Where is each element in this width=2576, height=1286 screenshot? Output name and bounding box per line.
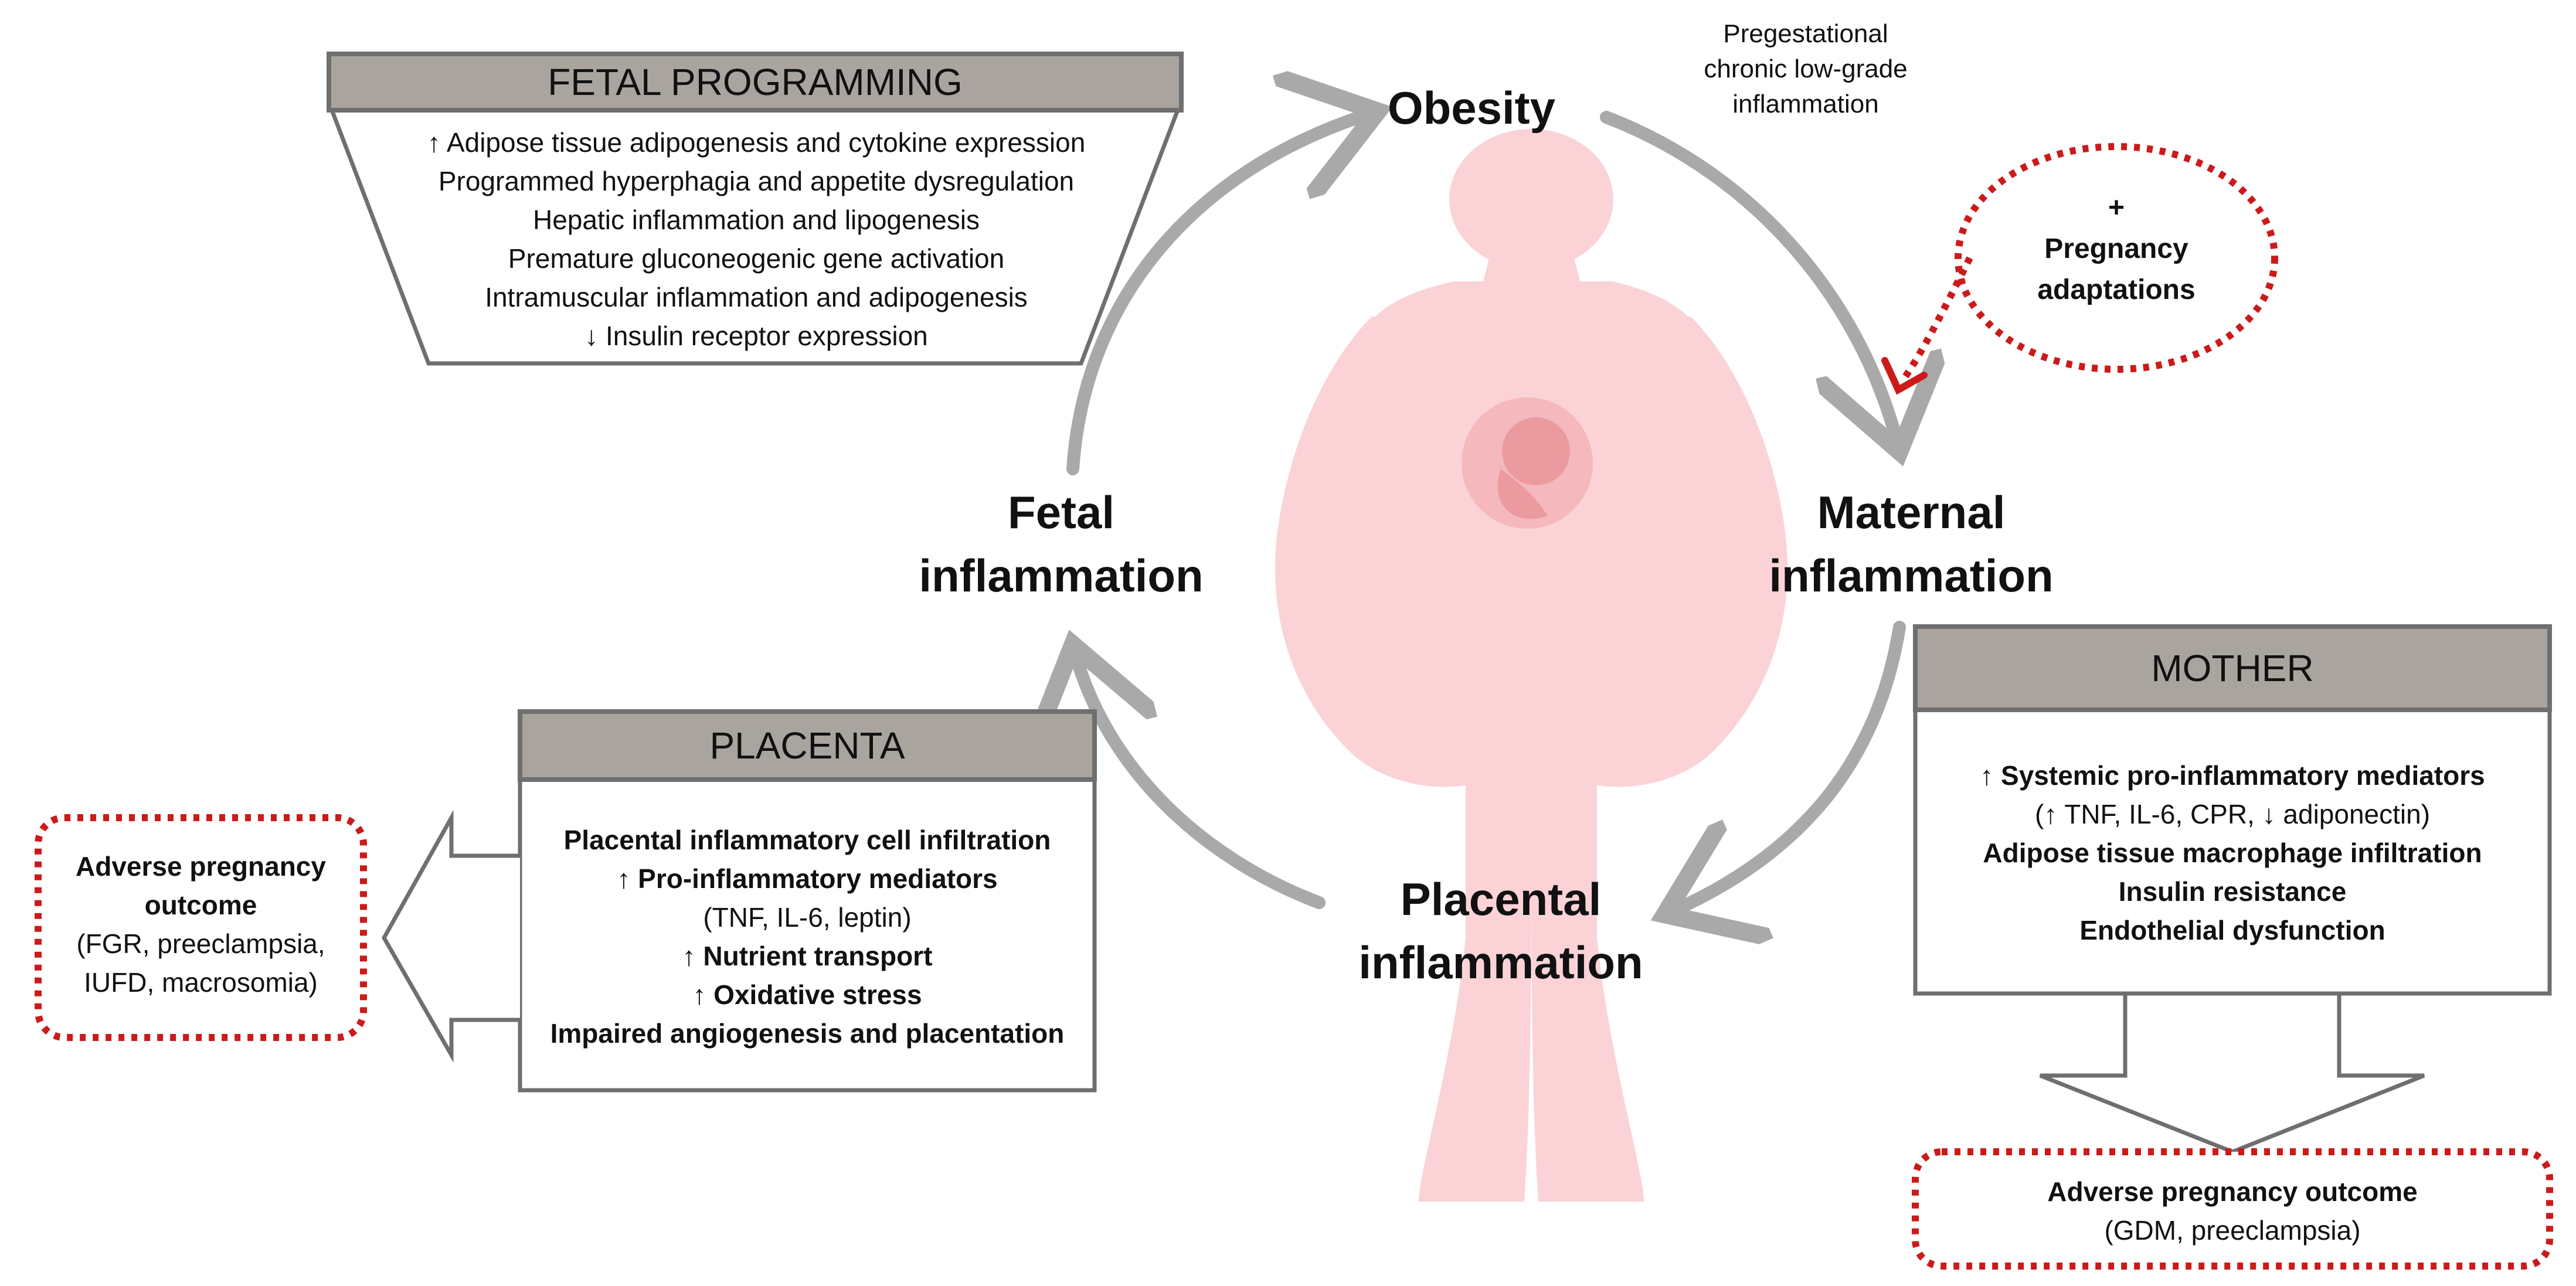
fetus-icon bbox=[1462, 397, 1593, 529]
placenta-item: Impaired angiogenesis and placentation bbox=[550, 1018, 1065, 1049]
mother-item: (↑ TNF, IL-6, CPR, ↓ adiponectin) bbox=[2034, 799, 2431, 829]
mother-item: Insulin resistance bbox=[2118, 876, 2347, 907]
outcome-left-text: Adverse pregnancy outcome (FGR, preeclam… bbox=[76, 851, 326, 998]
outcome-right-box bbox=[1912, 1148, 2553, 1270]
fetal-programming-header: FETAL PROGRAMMING bbox=[327, 52, 1184, 113]
arrow-obesity-to-maternal bbox=[1600, 111, 1899, 451]
node-maternal-inflammation: Maternal inflammation bbox=[1769, 486, 2054, 601]
mother-list: ↑ Systemic pro-inflammatory mediators (↑… bbox=[1915, 756, 2550, 950]
placenta-header: PLACENTA bbox=[518, 709, 1097, 782]
mother-item: ↑ Systemic pro-inflammatory mediators bbox=[1980, 760, 2485, 791]
mother-title: MOTHER bbox=[2151, 647, 2314, 689]
fp-item: Premature gluconeogenic gene activation bbox=[508, 243, 1005, 274]
placenta-item: ↑ Nutrient transport bbox=[682, 941, 933, 971]
placenta-item: ↑ Oxidative stress bbox=[692, 979, 922, 1010]
placenta-list: Placental inflammatory cell infiltration… bbox=[520, 821, 1095, 1053]
fp-item: ↑ Adipose tissue adipogenesis and cytoki… bbox=[427, 127, 1086, 158]
pregnancy-adaptations-label: + Pregnancy adaptations bbox=[1976, 188, 2257, 311]
pregestational-note: Pregestational chronic low-grade inflamm… bbox=[1704, 19, 1908, 118]
pregnancy-adaptations-bubble bbox=[1955, 143, 2278, 373]
node-obesity: Obesity bbox=[1387, 82, 1556, 134]
placenta-outcome-arrow bbox=[381, 809, 520, 1063]
pregnancy-adaptations-dotted-arrow bbox=[1899, 256, 1973, 383]
placenta-item: Placental inflammatory cell infiltration bbox=[563, 825, 1051, 855]
outcome-right-text: Adverse pregnancy outcome (GDM, preeclam… bbox=[2047, 1176, 2418, 1246]
node-placental-inflammation: Placental inflammation bbox=[1358, 873, 1643, 988]
arrow-maternal-to-placental bbox=[1665, 621, 1906, 914]
fp-item: Programmed hyperphagia and appetite dysr… bbox=[438, 166, 1075, 196]
fetal-programming-title: FETAL PROGRAMMING bbox=[548, 61, 963, 103]
node-fetal-inflammation: Fetal inflammation bbox=[919, 486, 1204, 601]
fetal-programming-list: ↑ Adipose tissue adipogenesis and cytoki… bbox=[375, 123, 1137, 355]
plus-sign: + bbox=[2108, 192, 2125, 223]
arrow-fetal-to-obesity bbox=[1066, 111, 1378, 475]
fp-item: ↓ Insulin receptor expression bbox=[584, 321, 928, 351]
placenta-box-body bbox=[518, 777, 1097, 1093]
fp-item: Intramuscular inflammation and adipogene… bbox=[485, 282, 1028, 312]
placenta-item: ↑ Pro-inflammatory mediators bbox=[617, 863, 998, 894]
mother-item: Adipose tissue macrophage infiltration bbox=[1983, 838, 2482, 868]
mother-box-body bbox=[1913, 707, 2552, 996]
arrow-placental-to-fetal bbox=[1073, 645, 1326, 909]
fp-item: Hepatic inflammation and lipogenesis bbox=[533, 205, 980, 235]
placenta-title: PLACENTA bbox=[709, 724, 905, 767]
dotted-arrow-head bbox=[1881, 357, 1928, 395]
outcome-left-box bbox=[35, 814, 367, 1041]
cycle-arrows bbox=[1073, 111, 1899, 914]
mother-item: Endothelial dysfunction bbox=[2079, 915, 2385, 945]
mother-header: MOTHER bbox=[1913, 624, 2552, 712]
pregnant-woman-silhouette-icon bbox=[1275, 129, 1787, 1202]
placenta-item: (TNF, IL-6, leptin) bbox=[703, 902, 912, 933]
mother-outcome-arrow bbox=[2039, 991, 2425, 1154]
